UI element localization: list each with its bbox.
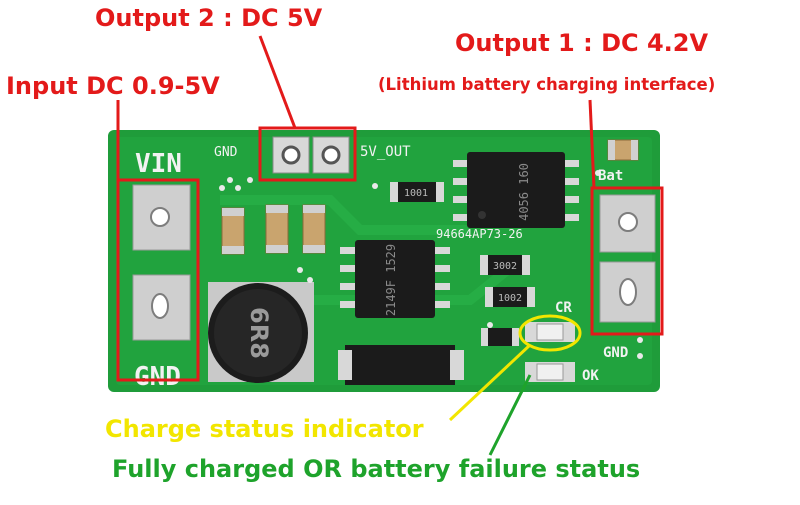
silk-5v-out: 5V_OUT [360, 144, 411, 160]
out5v-hole-1 [281, 145, 301, 165]
inductor-marking: 6R8 [245, 307, 273, 359]
boost-ic [340, 240, 450, 318]
output2-highlight-box [258, 126, 357, 182]
output1-label: Output 1 : DC 4.2V [455, 29, 709, 57]
silk-ok: OK [582, 368, 599, 384]
silk-gnd-top: GND [214, 145, 238, 160]
silk-gnd-right: GND [603, 345, 628, 361]
resistor-small [481, 328, 519, 346]
res-1001-marking: 1001 [404, 188, 428, 199]
led-full [525, 362, 575, 382]
output2-leader-line [258, 35, 297, 129]
resistor-3002 [480, 255, 530, 275]
vias [219, 170, 643, 359]
out5v-hole-2 [321, 145, 341, 165]
output1-leader-line [588, 99, 596, 189]
silk-vin: VIN [135, 149, 182, 179]
silk-gnd-left: GND [134, 362, 181, 392]
res-3002-marking: 3002 [493, 261, 517, 272]
gnd-pad-left [132, 274, 191, 341]
ic1-marking: 4056 160 [517, 163, 531, 221]
resistor-1001 [390, 182, 444, 202]
full-leader-line [488, 374, 532, 456]
output2-label: Output 2 : DC 5V [95, 4, 323, 32]
res-1002-marking: 1002 [498, 293, 522, 304]
charger-ic [453, 152, 579, 228]
vin-hole-top [150, 207, 170, 227]
capacitors [221, 204, 326, 255]
input-label: Input DC 0.9-5V [6, 72, 220, 100]
charge-led-circle [518, 314, 582, 352]
full-status-label: Fully charged OR battery failure status [112, 455, 641, 483]
input-highlight-box [116, 178, 200, 382]
bat-hole-top [618, 212, 638, 232]
silk-cr: CR [555, 300, 572, 316]
silk-bat: Bat [598, 168, 623, 184]
diode [345, 345, 455, 385]
output1-sublabel: (Lithium battery charging interface) [378, 75, 716, 94]
gnd-hole-right [619, 278, 637, 306]
charge-leader-line [448, 343, 532, 422]
led-charge [525, 322, 575, 342]
charge-status-label: Charge status indicator [105, 415, 424, 443]
silk-code: 94664AP73-26 [436, 227, 523, 241]
gnd-hole-left [151, 293, 169, 319]
resistor-1002 [485, 287, 535, 307]
ic2-marking: 2149F 1529 [384, 244, 398, 316]
pcb-trace [220, 195, 470, 235]
output1-highlight-box [590, 186, 664, 336]
